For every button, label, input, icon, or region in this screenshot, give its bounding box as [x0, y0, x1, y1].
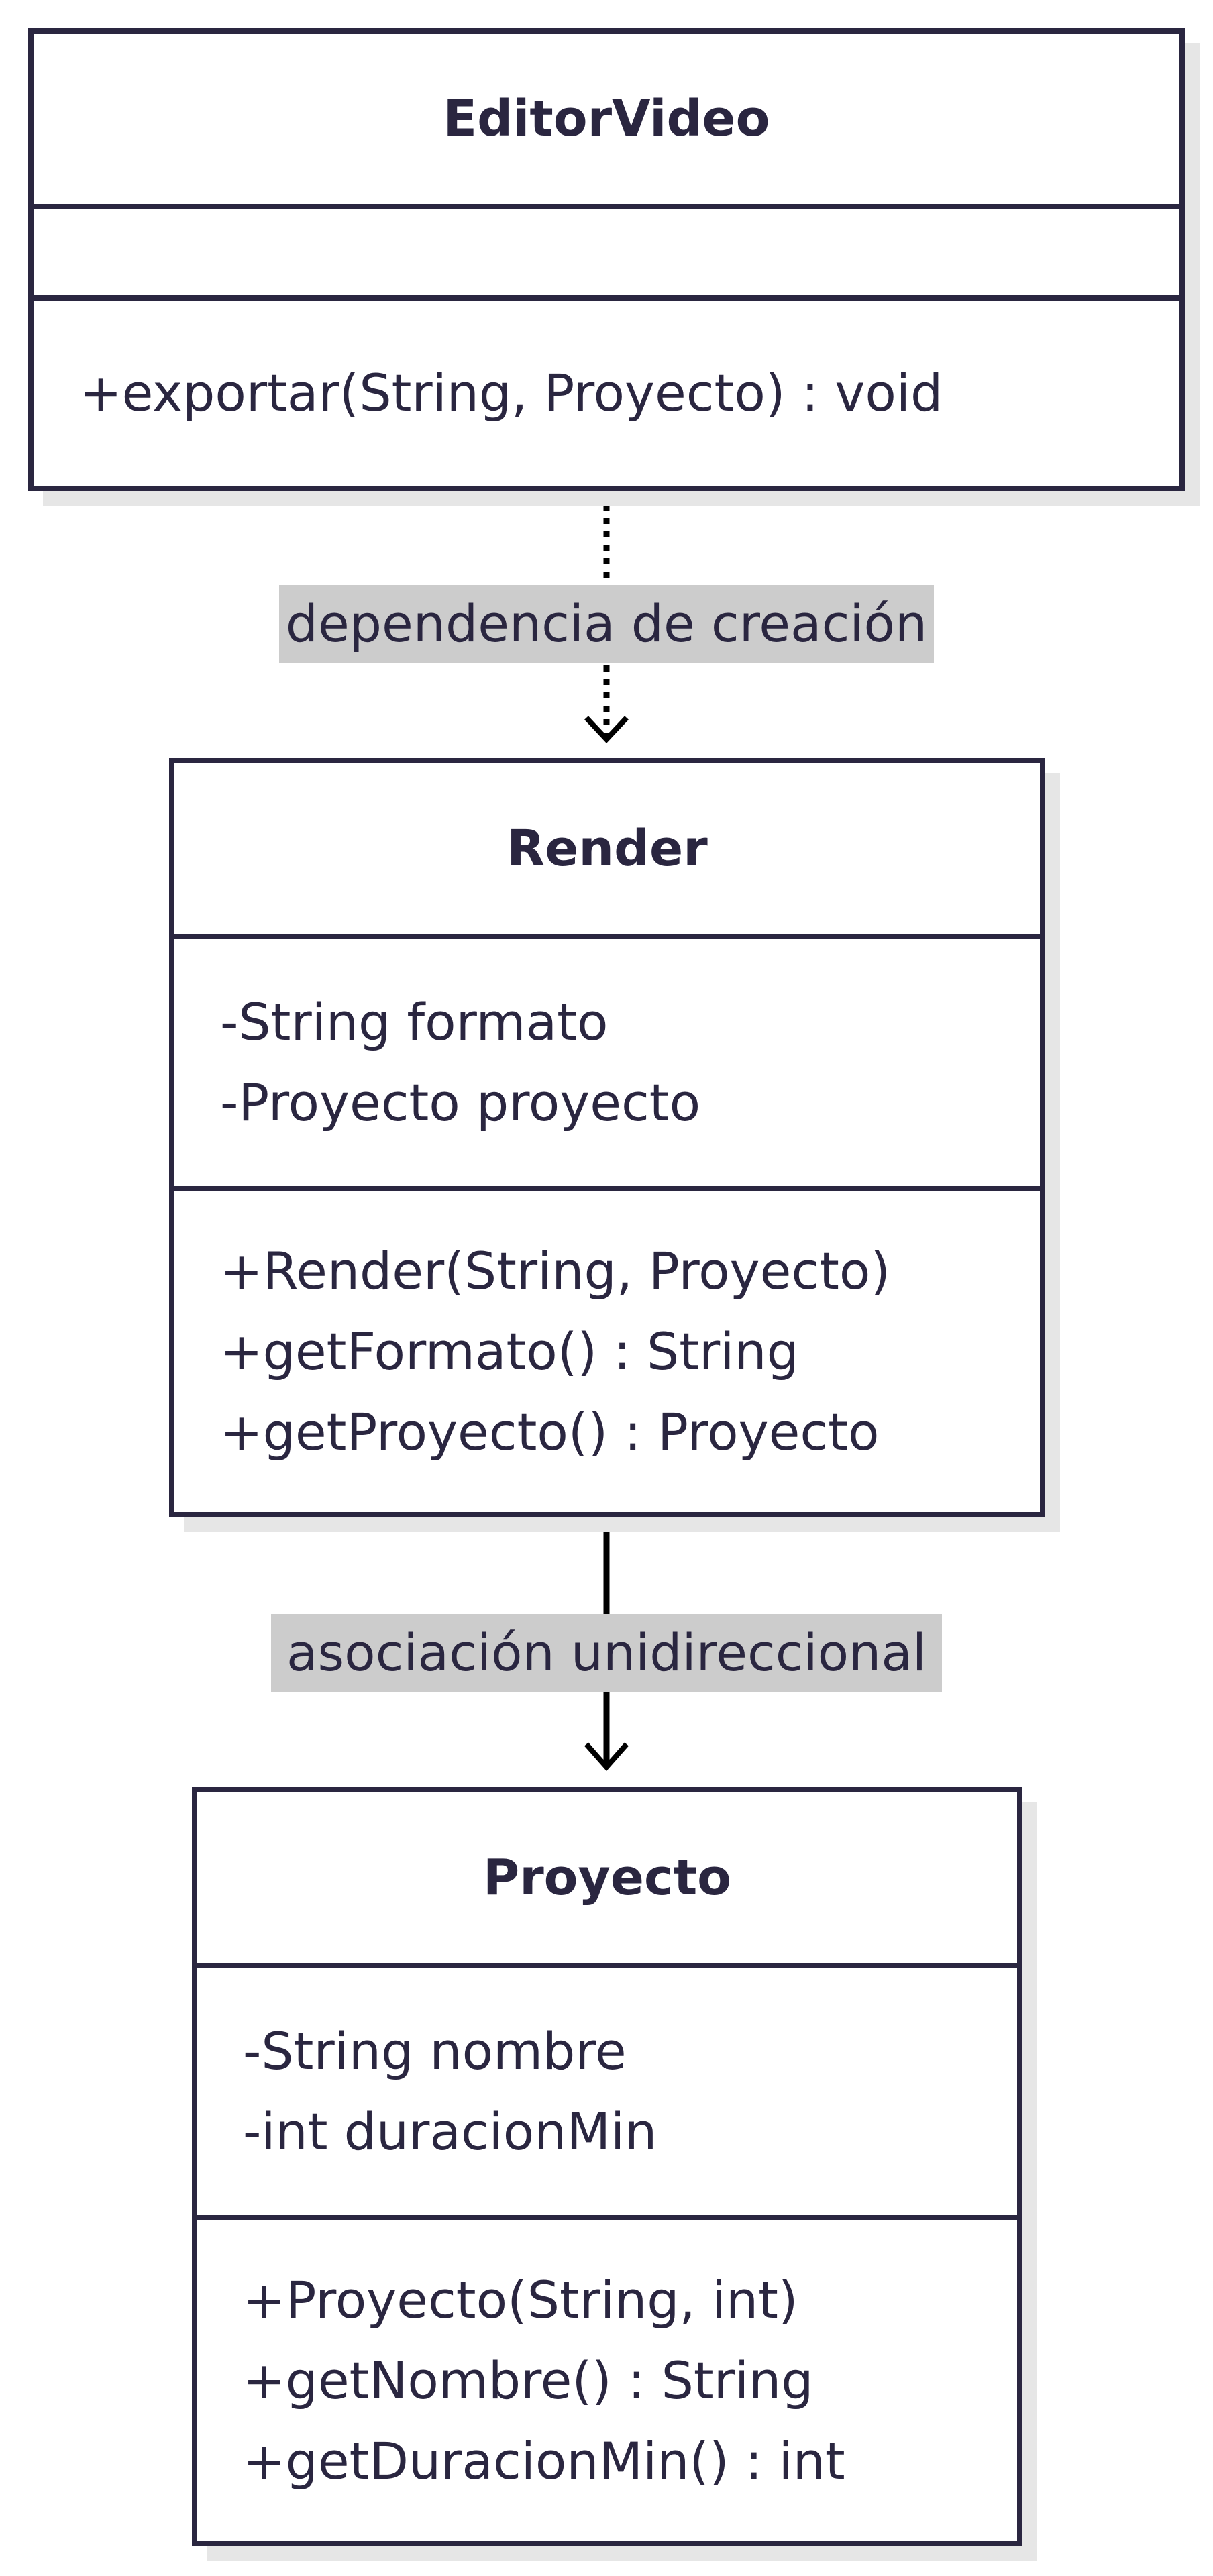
operation: +Render(String, Proyecto) [220, 1241, 891, 1301]
class-name: EditorVideo [34, 34, 1179, 209]
attribute: -Proyecto proyecto [220, 1073, 701, 1132]
operation: +getNombre() : String [243, 2351, 814, 2410]
class-proyecto[interactable]: Proyecto -String nombre -int duracionMin… [192, 1787, 1022, 2546]
class-name: Render [174, 763, 1040, 939]
operation: +getProyecto() : Proyecto [220, 1402, 880, 1462]
class-attributes: -String nombre -int duracionMin [197, 1968, 1017, 2220]
attribute: -String formato [220, 992, 609, 1052]
class-operations: +Render(String, Proyecto) +getFormato() … [174, 1191, 1040, 1512]
operation: +exportar(String, Proyecto) : void [79, 363, 943, 423]
dependency-arrowhead [584, 716, 629, 743]
operation: +getDuracionMin() : int [243, 2431, 845, 2491]
class-editorvideo[interactable]: EditorVideo +exportar(String, Proyecto) … [28, 28, 1185, 491]
class-attributes: -String formato -Proyecto proyecto [174, 939, 1040, 1191]
attribute: -String nombre [243, 2021, 627, 2081]
class-operations: +exportar(String, Proyecto) : void [34, 301, 1179, 486]
operation: +getFormato() : String [220, 1322, 799, 1381]
dependency-label: dependencia de creación [279, 585, 934, 663]
attribute: -int duracionMin [243, 2102, 657, 2161]
association-arrowhead [584, 1742, 629, 1772]
class-name: Proyecto [197, 1792, 1017, 1968]
association-label: asociación unidireccional [271, 1614, 942, 1692]
class-render[interactable]: Render -String formato -Proyecto proyect… [169, 758, 1045, 1517]
class-operations: +Proyecto(String, int) +getNombre() : St… [197, 2220, 1017, 2541]
operation: +Proyecto(String, int) [243, 2270, 798, 2330]
class-attributes-empty [34, 209, 1179, 301]
